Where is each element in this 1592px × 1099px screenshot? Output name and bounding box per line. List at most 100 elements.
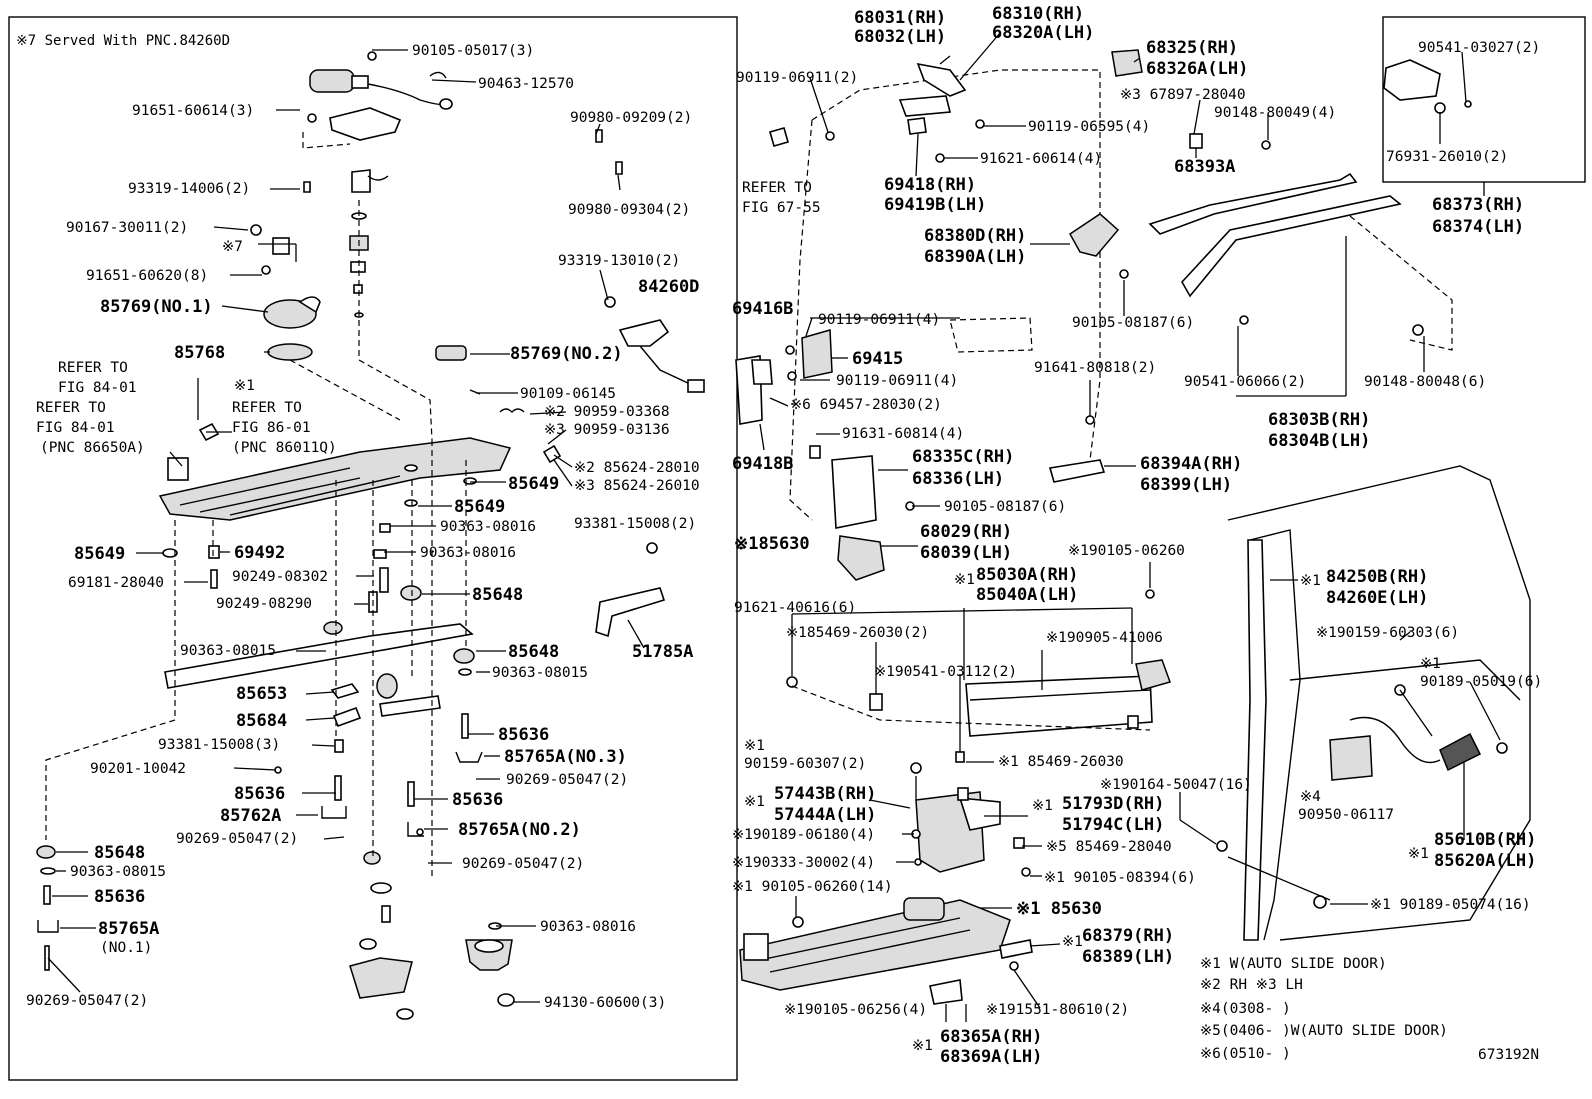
label: 90201-10042 xyxy=(90,761,186,777)
label: ※1 xyxy=(234,378,255,394)
label: (PNC 86650A) xyxy=(40,440,145,456)
label: (NO.1) xyxy=(100,940,152,956)
legend-line: ※6(0510- ) xyxy=(1200,1046,1291,1062)
label: 91621-60614(4) xyxy=(980,151,1102,167)
label: 90269-05047(2) xyxy=(506,772,628,788)
label: ※1 xyxy=(744,794,765,810)
label: 85636 xyxy=(452,790,503,810)
label: 93381-15008(3) xyxy=(158,737,280,753)
label: REFER TO xyxy=(36,400,106,416)
header-note: ※7 Served With PNC.84260D xyxy=(16,33,230,49)
label: 68394A(RH) xyxy=(1140,454,1242,474)
label: 85765A(NO.3) xyxy=(504,747,627,767)
label: 69492 xyxy=(234,543,285,563)
bracket-51785a xyxy=(595,542,666,638)
label: 91641-80818(2) xyxy=(1034,360,1156,376)
label: ※190905-41006 xyxy=(1046,630,1163,646)
label: 51785A xyxy=(632,642,693,662)
label: 85636 xyxy=(94,887,145,907)
label: 85762A xyxy=(220,806,281,826)
figure-id: 673192N xyxy=(1478,1047,1539,1063)
label: ※3 67897-28040 xyxy=(1120,87,1246,103)
label: REFER TO xyxy=(742,180,812,196)
label: ※190105-06256(4) xyxy=(784,1002,927,1018)
label: 85765A xyxy=(98,919,159,939)
label: 85769(NO.1) xyxy=(100,297,213,317)
label: 68380D(RH) xyxy=(924,226,1026,246)
leader-lines xyxy=(47,32,1501,1022)
label: 90105-08187(6) xyxy=(944,499,1066,515)
label: 51793D(RH) xyxy=(1062,794,1164,814)
label: 93381-15008(2) xyxy=(574,516,696,532)
label: 85648 xyxy=(94,843,145,863)
label: ※185630 xyxy=(734,534,810,554)
label: 69419B(LH) xyxy=(884,195,986,215)
label: 68032(LH) xyxy=(854,27,946,47)
right-panel-labels: 68031(RH) 68310(RH) 68032(LH) 68320A(LH)… xyxy=(732,4,1542,1067)
label: 68326A(LH) xyxy=(1146,59,1248,79)
label: ※2 85624-28010 xyxy=(574,460,700,476)
label: REFER TO xyxy=(58,360,128,376)
label: 94130-60600(3) xyxy=(544,995,666,1011)
label: 90105-05017(3) xyxy=(412,43,534,59)
label: REFER TO xyxy=(232,400,302,416)
label: ※3 90959-03136 xyxy=(544,422,670,438)
label: 90148-80048(6) xyxy=(1364,374,1486,390)
label: 90541-06066(2) xyxy=(1184,374,1306,390)
label: 68310(RH) xyxy=(992,4,1084,24)
label: 68336(LH) xyxy=(912,469,1004,489)
gear-stack xyxy=(303,169,389,318)
label: 90269-05047(2) xyxy=(26,993,148,1009)
label: ※191551-80610(2) xyxy=(986,1002,1129,1018)
label: 68320A(LH) xyxy=(992,23,1094,43)
lower-bracket xyxy=(910,762,1031,877)
label: 85649 xyxy=(74,544,125,564)
motor-assembly xyxy=(307,51,453,141)
label: 91651-60614(3) xyxy=(132,103,254,119)
label: 85649 xyxy=(454,497,505,517)
label: 90189-05019(6) xyxy=(1420,674,1542,690)
label: 90363-08016 xyxy=(540,919,636,935)
lower-motor-plate xyxy=(739,897,1033,1005)
label: 90363-08016 xyxy=(440,519,536,535)
label: ※4 xyxy=(1300,789,1321,805)
label: 84260E(LH) xyxy=(1326,588,1428,608)
center-hinge xyxy=(735,329,1106,581)
label: 90109-06145 xyxy=(520,386,616,402)
label: 90269-05047(2) xyxy=(176,831,298,847)
label: 84260D xyxy=(638,277,699,297)
label: 90541-03027(2) xyxy=(1418,40,1540,56)
label: ※1 xyxy=(1062,934,1083,950)
label: 68303B(RH) xyxy=(1268,410,1370,430)
label: 69416B xyxy=(732,299,793,319)
label: ※190189-06180(4) xyxy=(732,827,875,843)
label: 68399(LH) xyxy=(1140,475,1232,495)
label: ※1 85469-26030 xyxy=(998,754,1124,770)
label: 57443B(RH) xyxy=(774,784,876,804)
label: FIG 84-01 xyxy=(36,420,115,436)
lower-rail xyxy=(164,623,474,717)
rail-85030a xyxy=(786,589,1171,763)
label: ※1 90105-06260(14) xyxy=(732,879,893,895)
label: FIG 86-01 xyxy=(232,420,311,436)
label: 85610B(RH) xyxy=(1434,830,1536,850)
label: 90105-08187(6) xyxy=(1072,315,1194,331)
label: ※190541-03112(2) xyxy=(874,664,1017,680)
label: 85040A(LH) xyxy=(976,585,1078,605)
base-plate xyxy=(158,422,512,521)
label: 90159-60307(2) xyxy=(744,756,866,772)
label: 90119-06911(2) xyxy=(736,70,858,86)
label: 84250B(RH) xyxy=(1326,567,1428,587)
label: 91621-40616(6) xyxy=(734,600,856,616)
label: 85648 xyxy=(508,642,559,662)
label: 93319-14006(2) xyxy=(128,181,250,197)
label: ※5 85469-28040 xyxy=(1046,839,1172,855)
label: 85620A(LH) xyxy=(1434,851,1536,871)
label: 85653 xyxy=(236,684,287,704)
label: 85648 xyxy=(472,585,523,605)
label: 90119-06595(4) xyxy=(1028,119,1150,135)
label: 51794C(LH) xyxy=(1062,815,1164,835)
rear-door xyxy=(1216,465,1531,941)
label: ※190105-06260 xyxy=(1068,543,1185,559)
label: 90363-08016 xyxy=(420,545,516,561)
